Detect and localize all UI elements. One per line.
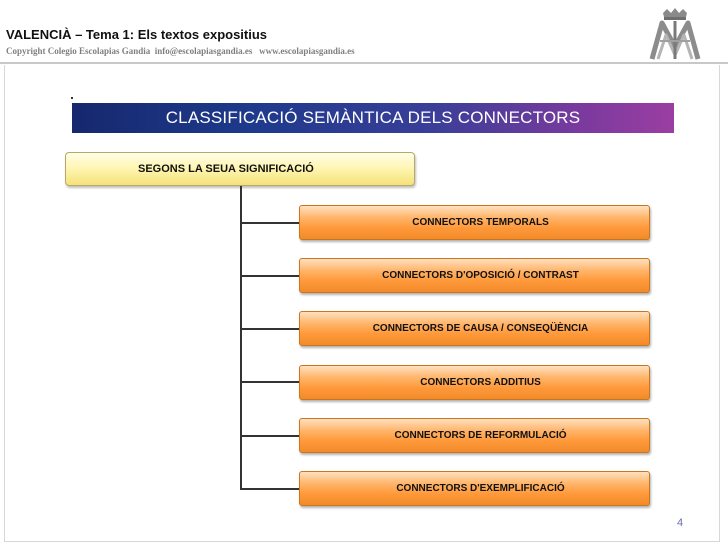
child-node-reformulacio: CONNECTORS DE REFORMULACIÓ	[299, 418, 650, 453]
header-copyright: Copyright Colegio Escolapias Gandia info…	[6, 46, 355, 56]
slide-title-band: CLASSIFICACIÓ SEMÀNTICA DELS CONNECTORS	[72, 103, 674, 133]
child-node-additius: CONNECTORS ADDITIUS	[299, 365, 650, 400]
connector-branch	[240, 222, 300, 224]
child-node-label: CONNECTORS DE CAUSA / CONSEQÜÈNCIA	[372, 323, 589, 334]
header-title: VALENCIÀ – Tema 1: Els textos expositius	[6, 27, 268, 42]
page-number: 4	[677, 517, 684, 529]
connector-trunk	[240, 186, 242, 489]
child-node-label: CONNECTORS DE REFORMULACIÓ	[394, 430, 567, 441]
connector-branch	[240, 435, 300, 437]
root-node-label: SEGONS LA SEUA SIGNIFICACIÓ	[138, 163, 314, 175]
child-node-label: CONNECTORS D'OPOSICIÓ / CONTRAST	[382, 270, 579, 281]
connector-branch	[240, 488, 300, 490]
connector-branch	[240, 275, 300, 277]
child-node-oposicio: CONNECTORS D'OPOSICIÓ / CONTRAST	[299, 258, 650, 293]
slide-title: CLASSIFICACIÓ SEMÀNTICA DELS CONNECTORS	[165, 108, 581, 127]
child-node-exemplificacio: CONNECTORS D'EXEMPLIFICACIÓ	[299, 471, 650, 506]
root-node: SEGONS LA SEUA SIGNIFICACIÓ	[65, 152, 415, 186]
child-node-causa: CONNECTORS DE CAUSA / CONSEQÜÈNCIA	[299, 311, 650, 346]
slide-header: VALENCIÀ – Tema 1: Els textos expositius…	[0, 0, 728, 62]
connector-branch	[240, 381, 300, 383]
slide-frame	[4, 65, 720, 542]
child-node-label: CONNECTORS D'EXEMPLIFICACIÓ	[396, 483, 565, 494]
escolapias-monogram-icon	[649, 8, 701, 60]
child-node-label: CONNECTORS TEMPORALS	[412, 217, 549, 228]
connector-branch	[240, 328, 300, 330]
decorative-dot	[71, 97, 73, 99]
child-node-temporals: CONNECTORS TEMPORALS	[299, 205, 650, 240]
header-divider	[0, 62, 728, 64]
child-node-label: CONNECTORS ADDITIUS	[420, 377, 541, 388]
